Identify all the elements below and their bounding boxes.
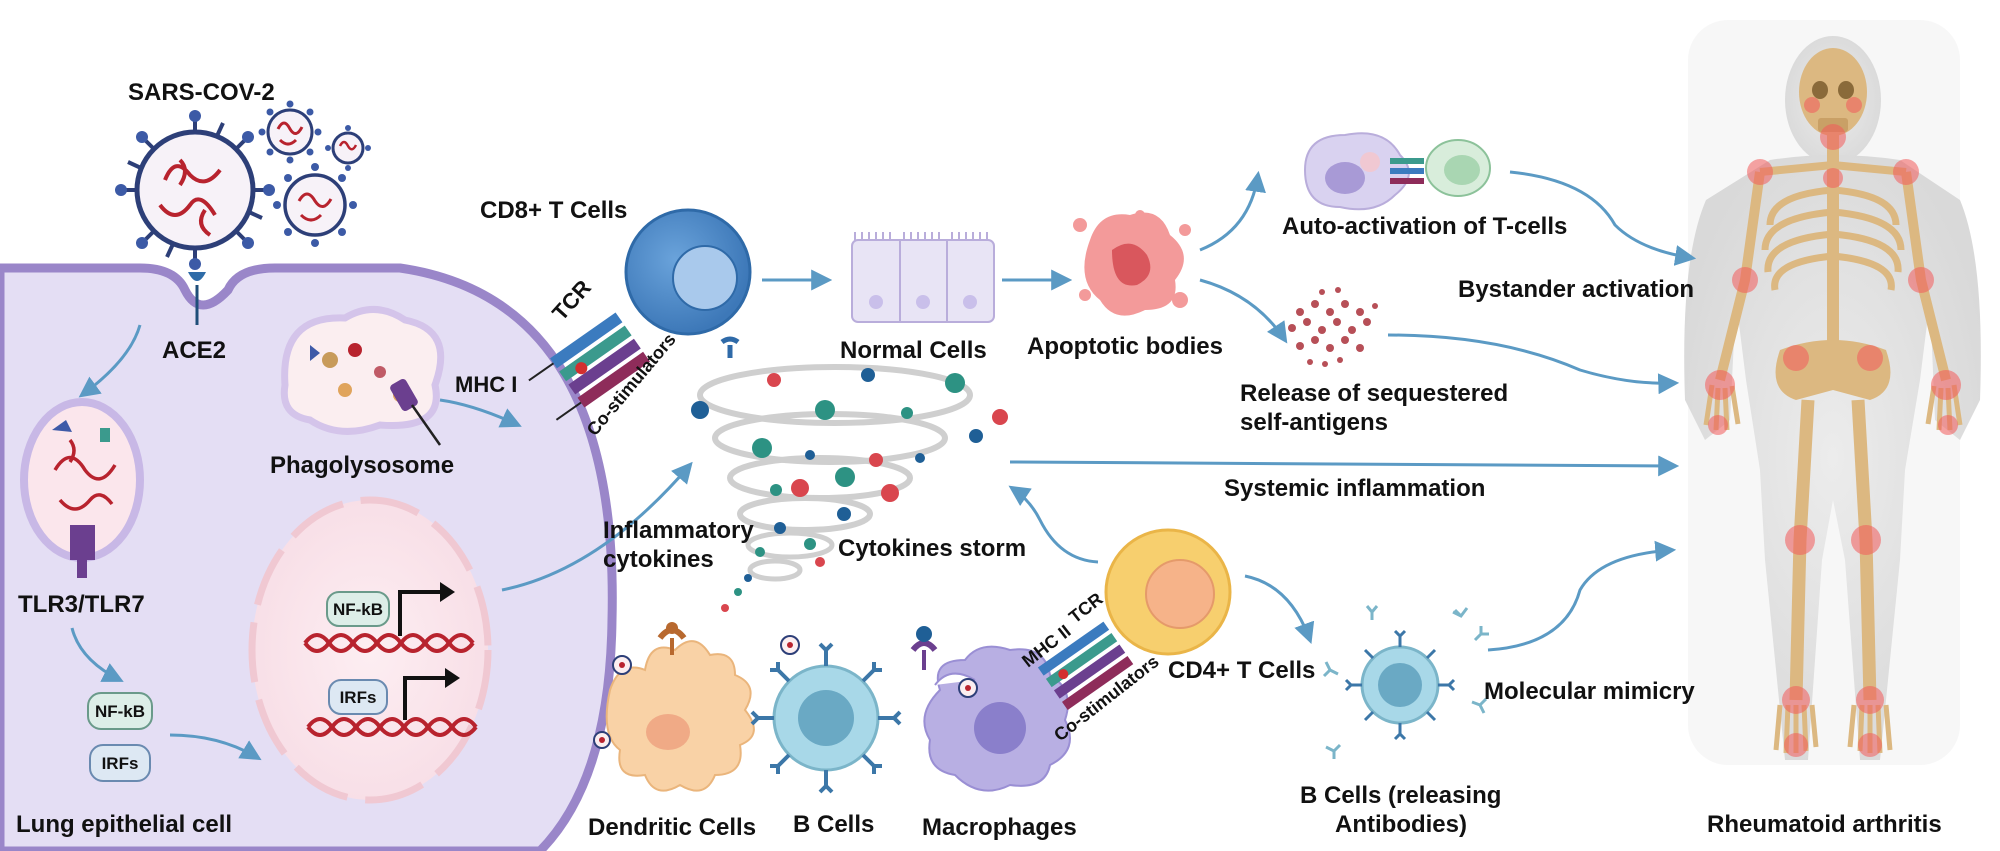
dendritic-cell (593, 622, 755, 792)
irfs-box: IRFs (89, 744, 151, 782)
normal-cells-label: Normal Cells (840, 337, 987, 364)
inflammatory-label-1: Inflammatory (603, 517, 754, 544)
svg-text:IRFs: IRFs (340, 688, 377, 707)
skeleton-icon (1684, 20, 1981, 765)
tlr-label: TLR3/TLR7 (18, 591, 145, 618)
cd4-label: CD4+ T Cells (1168, 657, 1315, 684)
ra-label: Rheumatoid arthritis (1707, 811, 1942, 838)
macrophages-label: Macrophages (922, 814, 1077, 841)
arrows-cell (70, 324, 693, 761)
mimicry-label: Molecular mimicry (1484, 678, 1695, 705)
dna-icon (303, 633, 478, 737)
cd4-t-cell (1104, 528, 1232, 656)
cd8-t-cell (624, 208, 752, 358)
mhc1-label: MHC I (455, 372, 517, 397)
inflammatory-label-2: cytokines (603, 546, 714, 573)
cytokine-storm (691, 364, 1008, 612)
release-label-2: self-antigens (1240, 409, 1388, 436)
systemic-label: Systemic inflammation (1224, 475, 1485, 502)
endosome (20, 398, 144, 578)
tcr2-label: TCR (1065, 589, 1106, 628)
storm-label: Cytokines storm (838, 535, 1026, 562)
phagolysosome-label: Phagolysosome (270, 452, 454, 479)
transcription-arrow (398, 582, 460, 720)
tcr-complex (528, 312, 650, 421)
macrophage (910, 626, 1071, 792)
tcr-label: TCR (547, 275, 596, 325)
dendritic-label: Dendritic Cells (588, 814, 756, 841)
bcells-label: B Cells (793, 811, 874, 838)
apoptotic-label: Apoptotic bodies (1027, 333, 1223, 360)
nfkb-box-nucleus: NF-kB (326, 591, 390, 627)
mhc2-tcr-complex (1037, 621, 1134, 711)
bcells-releasing-label-2: Antibodies) (1335, 811, 1467, 838)
ace2-label: ACE2 (162, 337, 226, 364)
nfkb-box: NF-kB (87, 692, 153, 730)
receptor-icon (188, 272, 206, 325)
flow-arrows (762, 170, 1697, 652)
irfs-box-nucleus: IRFs (328, 679, 388, 715)
bystander-label: Bystander activation (1458, 276, 1694, 303)
lung-cell-label: Lung epithelial cell (16, 811, 232, 838)
svg-text:IRFs: IRFs (102, 754, 139, 773)
phagolysosome (280, 306, 445, 446)
svg-text:NF-kB: NF-kB (95, 702, 145, 721)
cd8-label: CD8+ T Cells (480, 197, 627, 224)
b-cell-antibodies (1344, 629, 1456, 741)
svg-text:NF-kB: NF-kB (333, 600, 383, 619)
auto-activation-cells (1303, 132, 1491, 211)
self-antigens (1288, 287, 1378, 367)
apoptotic-bodies (1073, 210, 1191, 316)
b-cell (750, 635, 902, 794)
antibody-icon (1322, 605, 1489, 759)
auto-activation-label: Auto-activation of T-cells (1282, 213, 1567, 240)
normal-cells (851, 232, 995, 323)
virus-label: SARS-COV-2 (128, 79, 275, 106)
virus-icon (115, 100, 371, 270)
release-label-1: Release of sequestered (1240, 380, 1508, 407)
bcells-releasing-label-1: B Cells (releasing (1300, 782, 1501, 809)
